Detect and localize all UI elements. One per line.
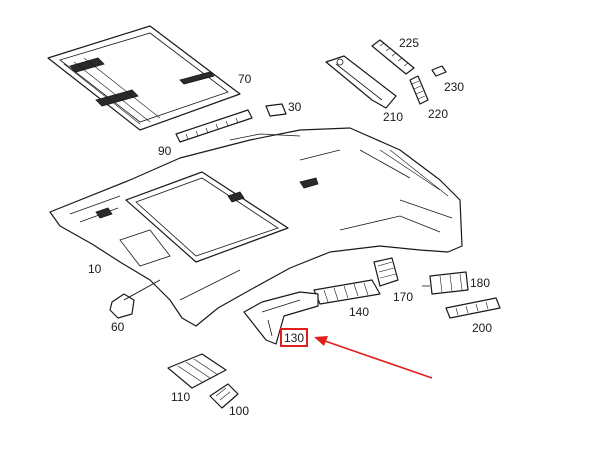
part-230-clip[interactable]: [431, 65, 447, 77]
label-225: 225: [399, 36, 420, 50]
label-130: 130: [284, 331, 305, 345]
label-90: 90: [158, 144, 172, 158]
label-180: 180: [470, 276, 491, 290]
part-220-strip[interactable]: [409, 75, 429, 105]
label-140: 140: [349, 305, 370, 319]
label-100: 100: [229, 404, 250, 418]
label-70: 70: [238, 72, 252, 86]
highlight-arrow: [314, 336, 433, 379]
part-30-pad[interactable]: [265, 103, 287, 117]
part-180-connector[interactable]: [422, 271, 469, 295]
part-10-headliner[interactable]: [49, 127, 463, 327]
part-110-vent[interactable]: [167, 353, 227, 389]
label-220: 220: [428, 107, 449, 121]
label-110: 110: [171, 390, 191, 404]
highlight-box-130: [280, 328, 308, 347]
part-90-seal-strip[interactable]: [175, 109, 253, 143]
label-10: 10: [88, 262, 102, 276]
label-60: 60: [111, 320, 125, 334]
label-30: 30: [288, 100, 302, 114]
part-170-connector[interactable]: [373, 257, 399, 287]
label-200: 200: [472, 321, 493, 335]
part-70-sunroof-panel[interactable]: [47, 25, 241, 131]
part-130-pillar-trim[interactable]: [243, 291, 319, 345]
part-210-rail[interactable]: [325, 55, 397, 109]
part-140-duct[interactable]: [313, 279, 381, 305]
part-100-clip[interactable]: [209, 383, 239, 409]
label-230: 230: [444, 80, 465, 94]
part-200-strip[interactable]: [445, 297, 501, 319]
part-225-trim-strip[interactable]: [371, 39, 415, 75]
label-170: 170: [393, 290, 414, 304]
label-210: 210: [383, 110, 404, 124]
part-60-bracket[interactable]: [109, 279, 161, 319]
